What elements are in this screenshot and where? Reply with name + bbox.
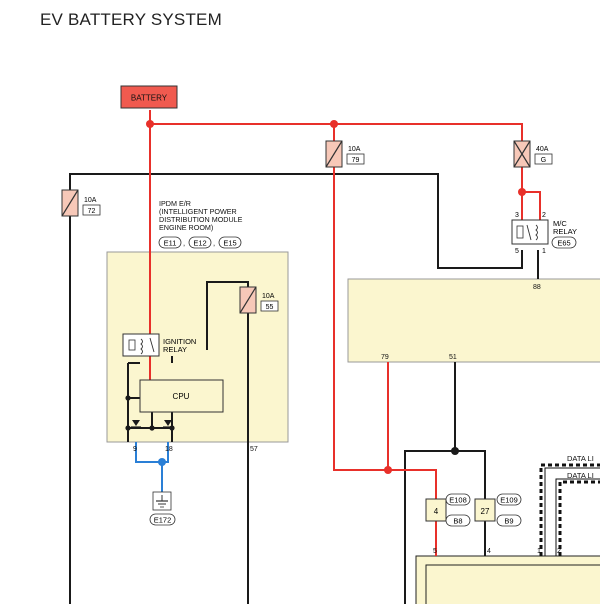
ev-control-module-box [347, 278, 600, 363]
data-line-label-2: DATA LI [567, 471, 594, 480]
data-line-label-1: DATA LI [567, 454, 594, 463]
splice-black-51 [451, 447, 459, 455]
joint-left-top: E108 [449, 496, 467, 505]
splice-blue [158, 458, 166, 466]
module-pin-88: 88 [533, 284, 541, 291]
splice-red-lower [384, 466, 392, 474]
splice-ipdm-3 [169, 425, 175, 431]
splice-red-top-left [146, 120, 154, 128]
fuse-g-number: G [541, 157, 546, 164]
ignition-relay-label-2: RELAY [163, 345, 187, 354]
ipdm-title: IPDM E/R (INTELLIGENT POWER DISTRIBUTION… [159, 199, 243, 232]
mc-relay-label-1: M/C [553, 219, 567, 228]
joint-right-top: E109 [500, 496, 518, 505]
ipdm-title-line-2: (INTELLIGENT POWER [159, 207, 237, 216]
bottom-pin-2: 2 [557, 548, 561, 555]
fuse-72-number: 72 [88, 208, 96, 215]
splice-ipdm-1 [125, 395, 131, 401]
mc-relay-label-2: RELAY [553, 227, 577, 236]
splice-ipdm-4 [149, 425, 155, 431]
joint-right-pin: 27 [481, 507, 490, 516]
mc-relay-pin-2: 2 [542, 212, 546, 219]
fuse-79-number: 79 [352, 157, 360, 164]
cpu-box [139, 379, 224, 413]
fuse-72-amps: 10A [84, 197, 97, 204]
fuse-g-amps: 40A [536, 146, 549, 153]
battery-label: BATTERY [131, 94, 168, 103]
splice-dots [125, 120, 526, 474]
ipdm-title-line-4: ENGINE ROOM) [159, 223, 213, 232]
fuse-g: 40A G [513, 140, 553, 168]
ignition-relay: IGNITION RELAY [122, 333, 196, 357]
mc-relay-connector: E65 [557, 239, 570, 248]
fuse-72: 10A 72 [61, 189, 101, 217]
blue-wires [135, 442, 169, 492]
page-title: EV BATTERY SYSTEM [40, 10, 222, 29]
ground-connector-label: E172 [154, 516, 172, 525]
svg-text:,: , [213, 239, 215, 248]
mc-relay-pin-1: 1 [542, 248, 546, 255]
ipdm-connectors: E11 , E12 , E15 [158, 236, 242, 249]
joint-connector-left: 4 E108 B8 [425, 493, 471, 527]
splice-ipdm-2 [125, 425, 131, 431]
ignition-relay-label-1: IGNITION [163, 337, 196, 346]
joint-left-bottom: B8 [453, 517, 462, 526]
svg-text:,: , [183, 239, 185, 248]
ground-symbol: E172 [149, 491, 176, 526]
cpu-label: CPU [173, 392, 190, 401]
bottom-pin-4: 4 [487, 548, 491, 555]
diode-left [131, 420, 141, 428]
black-wires [69, 173, 539, 604]
mc-relay-pin-3: 3 [515, 212, 519, 219]
ipdm-pin-9: 9 [133, 446, 137, 453]
fuse-79-amps: 10A [348, 146, 361, 153]
mc-relay-pin-5: 5 [515, 248, 519, 255]
module-pin-51: 51 [449, 354, 457, 361]
ipdm-connector-2: E12 [193, 239, 206, 248]
ipdm-pin-18: 18 [165, 446, 173, 453]
diode-right [163, 420, 173, 428]
data-lines [539, 463, 600, 556]
bottom-pin-5: 5 [433, 548, 437, 555]
splice-red-relay [518, 188, 526, 196]
bottom-pin-1: 1 [537, 548, 541, 555]
ipdm-title-line-3: DISTRIBUTION MODULE [159, 215, 243, 224]
ipdm-connector-3: E15 [223, 239, 236, 248]
ipdm-connector-1: E11 [164, 239, 177, 248]
battery-box [120, 85, 178, 109]
ipdm-pin-57: 57 [250, 446, 258, 453]
module-pin-79: 79 [381, 354, 389, 361]
ipdm-title-line-1: IPDM E/R [159, 199, 191, 208]
fuse-55: 10A 55 [239, 286, 279, 314]
joint-right-bottom: B9 [504, 517, 513, 526]
joint-connector-right: 27 E109 B9 [474, 493, 522, 527]
mc-relay: 3 2 5 1 M/C RELAY E65 [511, 212, 577, 255]
fuse-55-number: 55 [266, 304, 274, 311]
fuse-79: 10A 79 [325, 140, 365, 168]
bottom-module-inner [425, 564, 600, 604]
fuse-55-amps: 10A [262, 293, 275, 300]
splice-red-top-mid [330, 120, 338, 128]
joint-left-pin: 4 [434, 507, 439, 516]
